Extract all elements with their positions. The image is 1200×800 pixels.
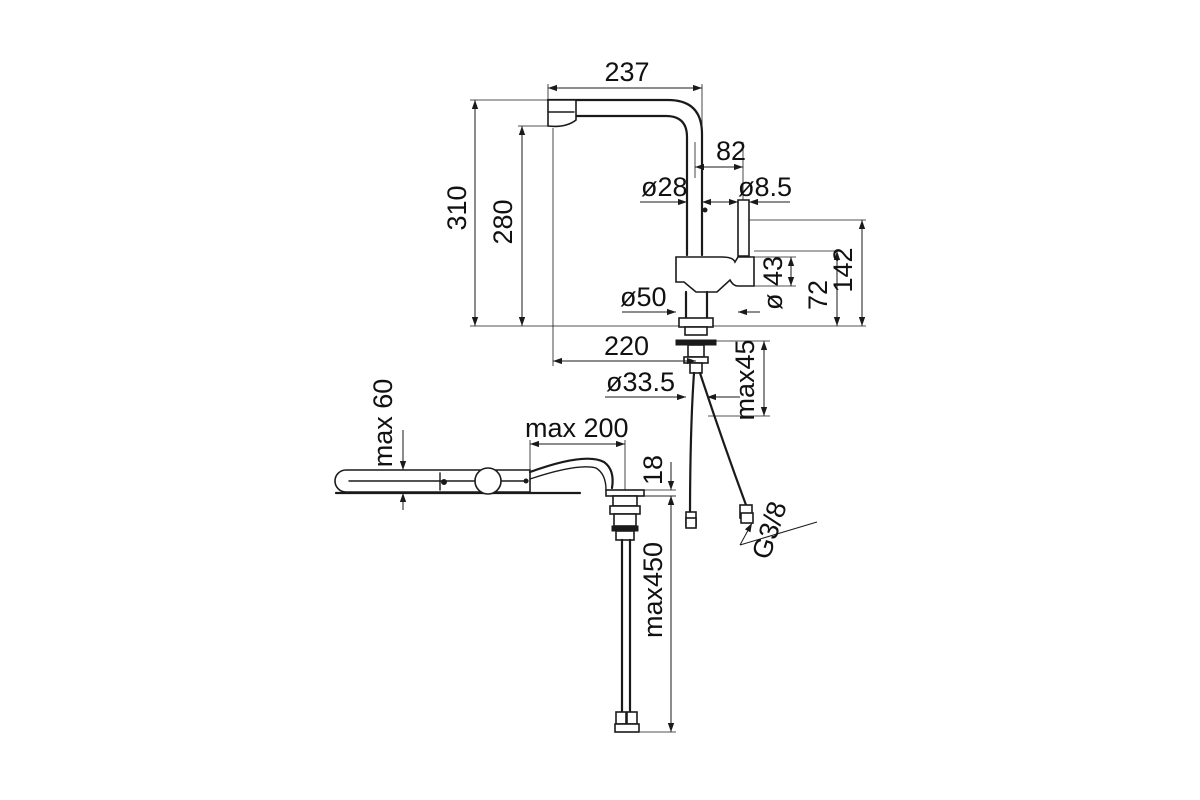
label-dia-8-5: ø8.5: [738, 172, 792, 202]
dimension-220: 220: [552, 128, 696, 366]
pullout-hose-upper: [528, 457, 614, 490]
dimension-237: 237: [547, 57, 703, 134]
dimension-dia-33-5: ø33.5: [605, 367, 740, 401]
dimension-dia-43: ø 43: [754, 256, 796, 310]
pullout-installation-view: [334, 457, 645, 733]
label-82: 82: [716, 136, 746, 166]
supply-hose-left: [688, 371, 696, 522]
dimension-max-200: max 200: [525, 413, 629, 490]
label-220: 220: [604, 331, 649, 361]
dimension-280: 280: [488, 125, 548, 326]
label-dia-50: ø50: [620, 282, 667, 312]
dimension-dia-8-5: ø8.5: [725, 172, 792, 206]
dimension-max-60: max 60: [346, 379, 408, 510]
label-dia-43: ø 43: [758, 256, 788, 310]
label-max-45: max45: [730, 339, 760, 420]
dimension-dia-50: ø50: [620, 282, 760, 316]
label-72: 72: [803, 280, 833, 310]
hose-weight: [474, 467, 502, 495]
dimension-max-45: max45: [708, 339, 770, 421]
label-310: 310: [442, 185, 472, 230]
dimension-142: 142: [713, 219, 866, 327]
dimension-max-450: max450: [638, 495, 676, 733]
label-max-60: max 60: [368, 379, 398, 468]
label-max-200: max 200: [525, 413, 629, 443]
dimension-18: 18: [638, 455, 676, 518]
label-dia-28: ø28: [641, 172, 688, 202]
dimension-82: 82: [694, 136, 746, 200]
label-142: 142: [828, 247, 858, 292]
label-237: 237: [604, 57, 649, 87]
faucet-body: [675, 256, 755, 293]
dimension-72: 72: [754, 250, 842, 326]
faucet-side-view: [546, 98, 755, 529]
handle-lever: [737, 199, 750, 257]
label-max-450: max450: [638, 542, 668, 638]
spout-head: [547, 99, 577, 128]
supply-hose-right: [698, 371, 748, 507]
pullout-hose-lower: [529, 466, 607, 491]
dimension-dia-28: ø28: [640, 172, 725, 206]
dimension-310: 310: [442, 99, 679, 327]
label-dia-33-5: ø33.5: [606, 367, 675, 397]
lower-column: [684, 290, 709, 320]
supply-hoses-vertical: [620, 538, 632, 714]
label-18: 18: [638, 455, 668, 485]
label-g3-8: G3/8: [746, 498, 793, 563]
mounting-flange: [678, 317, 714, 328]
spout-inner-outline: [572, 114, 689, 257]
label-280: 280: [488, 199, 518, 244]
